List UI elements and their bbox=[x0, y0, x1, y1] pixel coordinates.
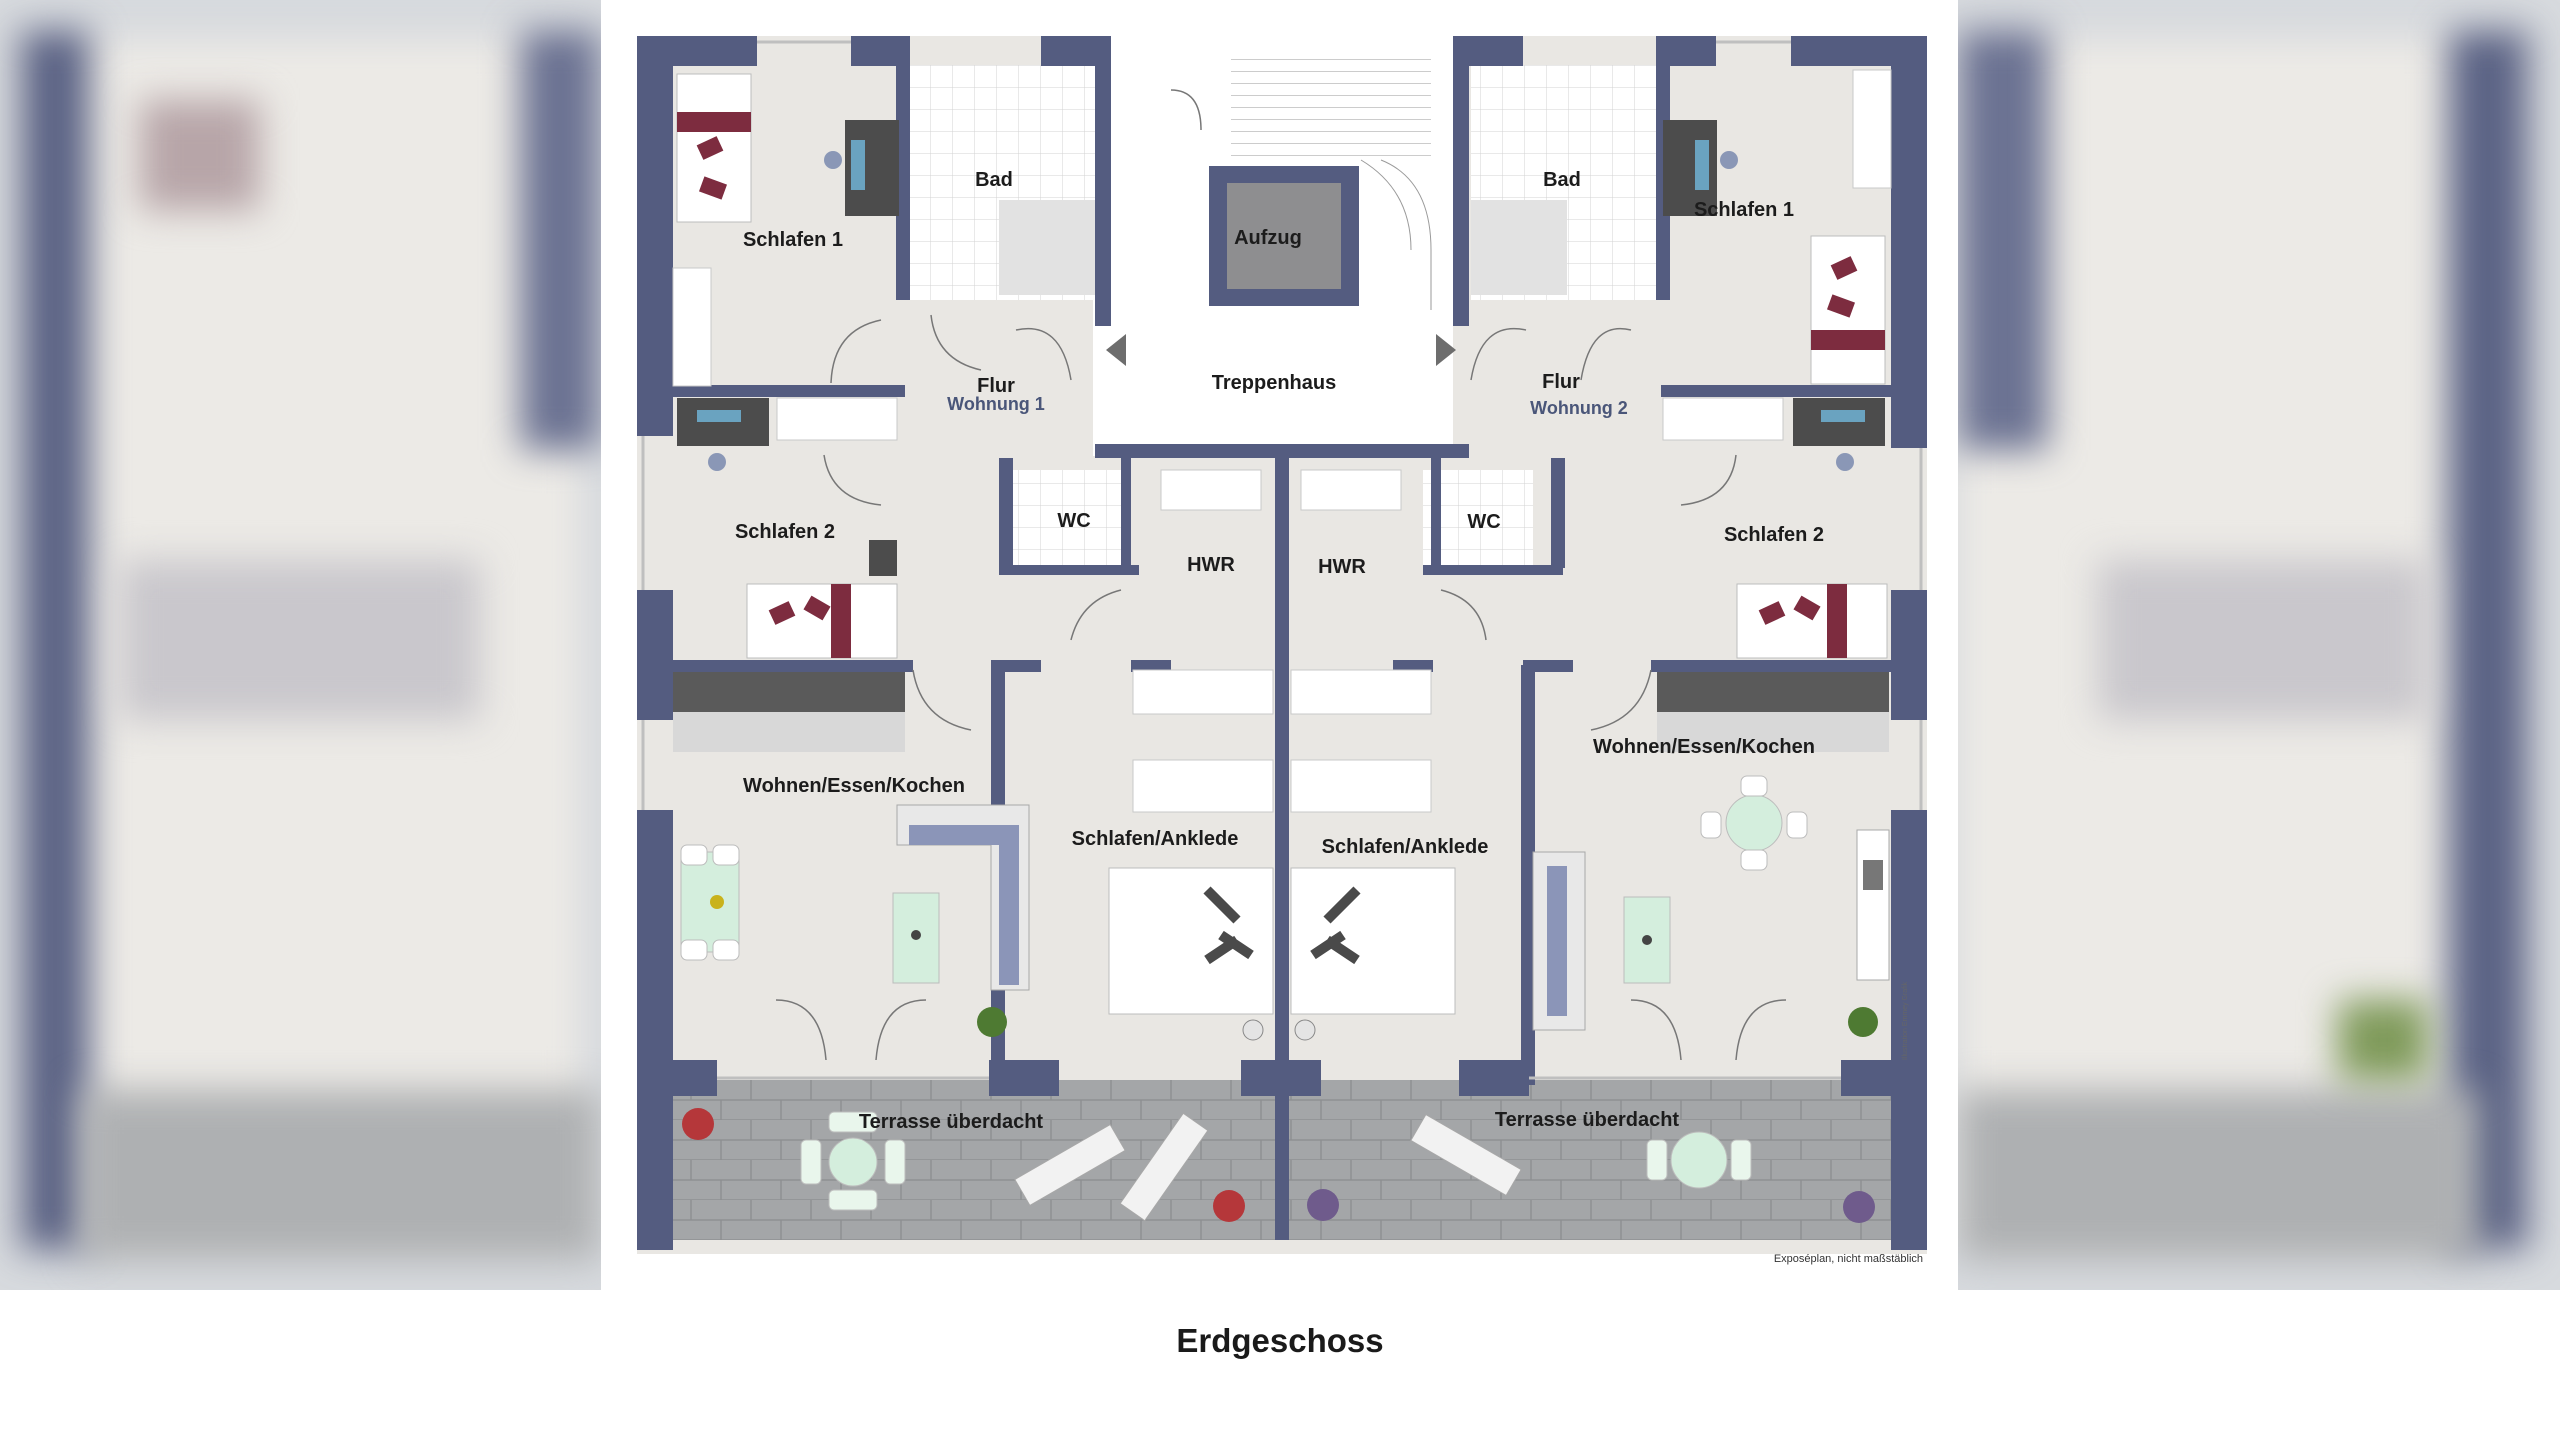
label-w1-bad: Bad bbox=[975, 169, 1013, 191]
label-wohnung-1: Wohnung 1 bbox=[947, 394, 1045, 414]
floorplan-viewer: Aufzug Schlafen 1 Bad Bad Schlafen 1 Flu… bbox=[601, 0, 1958, 1280]
wc-1-floor bbox=[1011, 470, 1121, 570]
label-w1-schlafen2: Schlafen 2 bbox=[735, 521, 835, 543]
watermark-text: Illustration Emmey Grafik bbox=[1902, 981, 1909, 1060]
disclaimer-text: Exposéplan, nicht maßstäblich bbox=[1774, 1253, 1923, 1265]
label-w1-hwr: HWR bbox=[1187, 554, 1235, 576]
label-w1-wc: WC bbox=[1057, 510, 1090, 532]
label-w1-anklede: Schlafen/Anklede bbox=[1072, 828, 1239, 850]
label-w1-schlafen1: Schlafen 1 bbox=[743, 229, 843, 251]
backdrop-right bbox=[1958, 0, 2560, 1290]
stairs bbox=[1231, 50, 1431, 160]
label-w2-flur: Flur bbox=[1542, 371, 1580, 393]
label-w2-bad: Bad bbox=[1543, 169, 1581, 191]
label-w2-wohnen: Wohnen/Essen/Kochen bbox=[1593, 736, 1815, 758]
label-w2-terrasse: Terrasse überdacht bbox=[1495, 1109, 1679, 1131]
floorplan-svg: Aufzug Schlafen 1 Bad Bad Schlafen 1 Flu… bbox=[637, 36, 1927, 1265]
elevator-cab bbox=[1227, 183, 1341, 289]
next-button[interactable] bbox=[1429, 330, 1465, 370]
floor-title: Erdgeschoss bbox=[1176, 1322, 1384, 1359]
label-w1-flur: Flur bbox=[977, 375, 1015, 397]
label-w2-anklede: Schlafen/Anklede bbox=[1322, 836, 1489, 858]
label-w2-hwr: HWR bbox=[1318, 556, 1366, 578]
label-w1-wohnen: Wohnen/Essen/Kochen bbox=[743, 775, 965, 797]
doors bbox=[775, 89, 1787, 1061]
prev-button[interactable] bbox=[1099, 330, 1135, 370]
backdrop-left bbox=[0, 0, 601, 1290]
chevron-right-icon[interactable] bbox=[1436, 334, 1456, 366]
label-w1-terrasse: Terrasse überdacht bbox=[859, 1111, 1043, 1133]
label-wohnung-2: Wohnung 2 bbox=[1530, 398, 1628, 418]
wc-2-floor bbox=[1423, 470, 1533, 570]
chevron-left-icon[interactable] bbox=[1106, 334, 1126, 366]
label-w2-wc: WC bbox=[1467, 511, 1500, 533]
label-aufzug: Aufzug bbox=[1234, 227, 1302, 249]
windows bbox=[641, 40, 1923, 1080]
label-w2-schlafen1: Schlafen 1 bbox=[1694, 199, 1794, 221]
furniture bbox=[672, 69, 1892, 1223]
label-treppenhaus: Treppenhaus bbox=[1212, 372, 1336, 394]
walls bbox=[637, 36, 1927, 1250]
label-w2-schlafen2: Schlafen 2 bbox=[1724, 524, 1824, 546]
